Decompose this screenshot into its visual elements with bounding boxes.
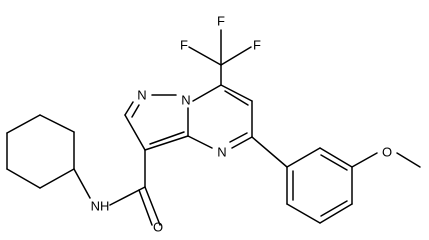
- bond-c7-n-bridge: [192, 84, 222, 102]
- bond-c2-c3: [124, 114, 146, 151]
- bond-ar-4-inner: [320, 200, 348, 217]
- nitrogen-label-bridge: N: [181, 93, 190, 108]
- bond-cy-6: [39, 168, 75, 189]
- bond-c5-aryl: [251, 136, 288, 168]
- bond-cy-5: [6, 168, 41, 189]
- bond-carbonyl-o-inner: [138, 189, 153, 226]
- fluorine-label-right: F: [253, 38, 261, 53]
- bond-carbonyl-o: [144, 186, 161, 226]
- bond-ar-5: [286, 203, 321, 224]
- bond-c7-c6-inner: [224, 90, 249, 106]
- bond-carbonyl-nh: [109, 186, 146, 206]
- bond-n4-c3a: [187, 135, 213, 149]
- fluorine-label-left: F: [180, 38, 188, 53]
- bonds: [6, 29, 421, 226]
- oxygen-label-ether: O: [382, 145, 392, 160]
- bond-nh-cyclohexyl: [73, 168, 91, 199]
- bond-n1-c2-inner: [131, 104, 140, 118]
- bond-c7-c6: [220, 84, 253, 102]
- bond-ether-o-methyl: [396, 152, 421, 168]
- bond-cy-2: [39, 114, 75, 133]
- bond-c5-n4: [231, 136, 253, 149]
- bond-ar-2-inner: [320, 154, 348, 171]
- bond-c3-c3a: [144, 135, 189, 151]
- bond-c3-c3a-inner: [149, 131, 185, 145]
- bond-cf3-f-left: [188, 46, 222, 66]
- bond-cf3-f-right: [220, 46, 252, 66]
- bond-n1-c2: [124, 101, 134, 116]
- bond-ar-2: [319, 147, 353, 168]
- bond-ar-1: [286, 147, 321, 168]
- bond-cy-3: [6, 114, 41, 134]
- bond-c5-n4-inner: [229, 132, 248, 143]
- oxygen-label-carbonyl: O: [153, 220, 163, 235]
- bond-ar-ether-o: [351, 152, 378, 168]
- nitrogen-label-pyrazole: N: [137, 88, 146, 103]
- bond-ar-4: [319, 203, 353, 224]
- nh-label-amide: NH: [91, 199, 110, 214]
- atom-labels: F F F N N N NH O O: [91, 14, 392, 235]
- fluorine-label-top: F: [217, 14, 225, 29]
- nitrogen-label-pyrimidine: N: [217, 145, 226, 160]
